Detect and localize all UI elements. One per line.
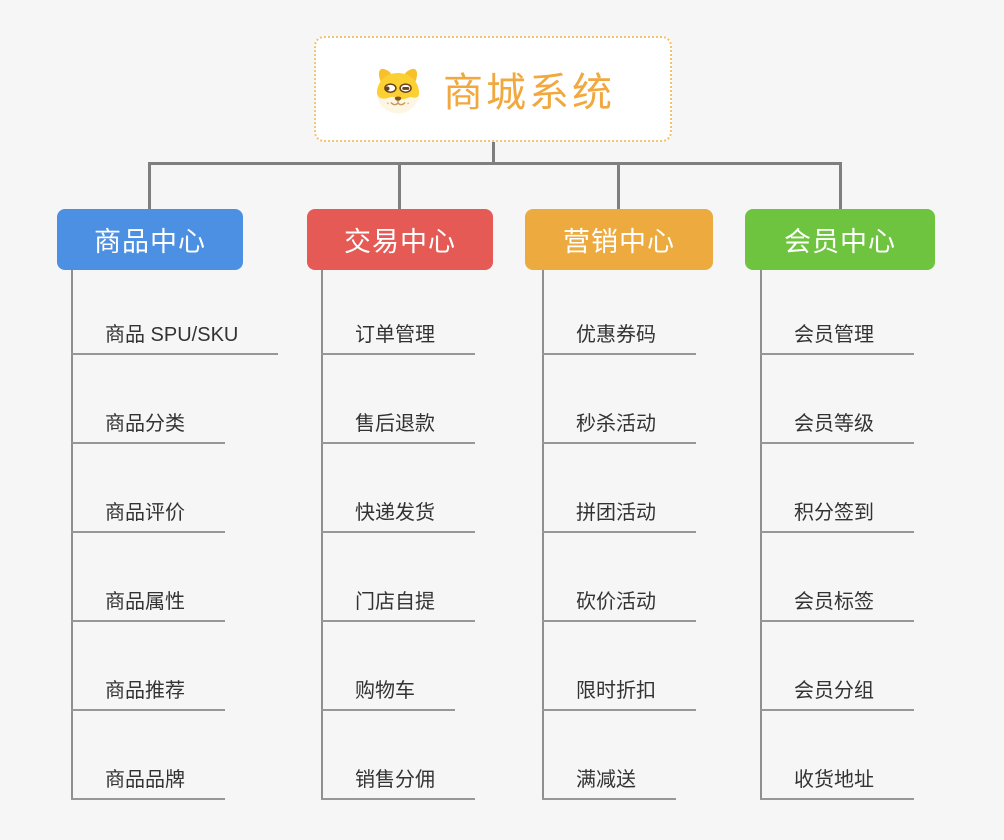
- branch-trunk-line: [760, 270, 762, 800]
- leaf-node[interactable]: 会员标签: [760, 588, 914, 622]
- root-node-label: 商城系统: [443, 71, 615, 115]
- connector-drop-line: [397, 162, 401, 209]
- leaf-node[interactable]: 砍价活动: [542, 588, 696, 622]
- leaf-node[interactable]: 售后退款: [321, 410, 475, 444]
- leaf-node[interactable]: 商品属性: [71, 588, 225, 622]
- leaf-node[interactable]: 会员管理: [760, 321, 914, 355]
- connector-drop-line: [616, 162, 620, 209]
- leaf-node[interactable]: 销售分佣: [321, 766, 475, 800]
- connector-drop-line: [147, 162, 151, 209]
- leaf-node[interactable]: 拼团活动: [542, 499, 696, 533]
- leaf-node[interactable]: 限时折扣: [542, 677, 696, 711]
- doge-icon: [371, 61, 425, 117]
- leaf-node[interactable]: 商品分类: [71, 410, 225, 444]
- leaf-node[interactable]: 满减送: [542, 766, 676, 800]
- leaf-node[interactable]: 购物车: [321, 677, 455, 711]
- leaf-node[interactable]: 商品品牌: [71, 766, 225, 800]
- connector-root-stub: [492, 142, 495, 163]
- leaf-node[interactable]: 会员等级: [760, 410, 914, 444]
- branch-trunk-line: [71, 270, 73, 800]
- leaf-node[interactable]: 商品评价: [71, 499, 225, 533]
- leaf-node[interactable]: 积分签到: [760, 499, 914, 533]
- leaf-node[interactable]: 快递发货: [321, 499, 475, 533]
- root-node[interactable]: 商城系统: [314, 36, 672, 142]
- branch-node-0[interactable]: 商品中心: [57, 209, 243, 270]
- branch-trunk-line: [321, 270, 323, 800]
- connector-horizontal-line: [148, 162, 841, 165]
- leaf-node[interactable]: 优惠券码: [542, 321, 696, 355]
- branch-node-1[interactable]: 交易中心: [307, 209, 493, 270]
- leaf-node[interactable]: 秒杀活动: [542, 410, 696, 444]
- leaf-node[interactable]: 收货地址: [760, 766, 914, 800]
- branch-node-3[interactable]: 会员中心: [745, 209, 935, 270]
- leaf-node[interactable]: 订单管理: [321, 321, 475, 355]
- leaf-node[interactable]: 会员分组: [760, 677, 914, 711]
- branch-trunk-line: [542, 270, 544, 800]
- leaf-node[interactable]: 商品 SPU/SKU: [71, 321, 279, 355]
- connector-drop-line: [838, 162, 842, 209]
- leaf-node[interactable]: 门店自提: [321, 588, 475, 622]
- branch-node-2[interactable]: 营销中心: [525, 209, 713, 270]
- leaf-node[interactable]: 商品推荐: [71, 677, 225, 711]
